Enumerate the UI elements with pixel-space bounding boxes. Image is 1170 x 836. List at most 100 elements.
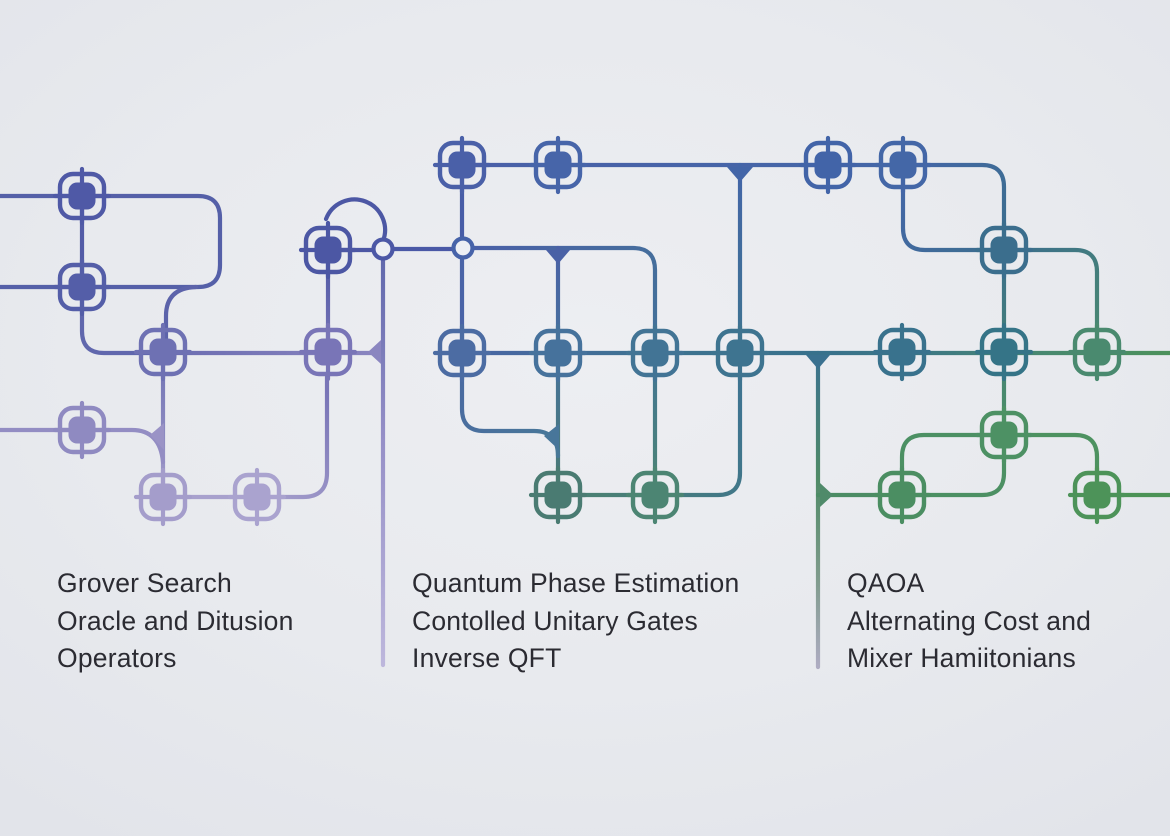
quantum-gate: [528, 323, 588, 383]
quantum-gate: [52, 400, 112, 460]
junction-fillet: [546, 250, 570, 264]
section-subtitle: Mixer Hamiitonians: [847, 643, 1076, 673]
quantum-gate: [974, 220, 1034, 280]
quantum-gate: [1067, 322, 1127, 382]
gate-core: [544, 151, 572, 179]
section-label-qpe: Quantum Phase Estimation Contolled Unita…: [412, 565, 739, 678]
gate-core: [314, 236, 342, 264]
section-title: Quantum Phase Estimation: [412, 568, 740, 598]
gate-ring: [979, 327, 1029, 377]
gate-core: [243, 483, 271, 511]
gate-core: [990, 236, 1018, 264]
gate-core: [641, 339, 669, 367]
junction-fillet: [368, 340, 381, 364]
quantum-gate: [974, 405, 1034, 465]
gate-core: [544, 339, 572, 367]
gate-ring: [533, 140, 583, 190]
quantum-gate: [872, 465, 932, 525]
gate-ring: [138, 327, 188, 377]
junction-fillet: [820, 483, 833, 507]
gate-ring: [630, 470, 680, 520]
quantum-gate: [52, 257, 112, 317]
quantum-gate: [873, 135, 933, 195]
wire: [1001, 247, 1100, 355]
quantum-gate: [625, 465, 685, 525]
wire: [900, 162, 1007, 253]
gate-ring: [630, 328, 680, 378]
wire: [1001, 432, 1100, 498]
wire-uturn-top-left: [0, 193, 223, 290]
quantum-gate: [1067, 465, 1127, 525]
gate-core: [544, 481, 572, 509]
wire: [160, 374, 330, 500]
gate-core: [68, 182, 96, 210]
control-node-circle: [371, 237, 395, 261]
section-subtitle: Operators: [57, 643, 177, 673]
section-label-grover: Grover Search Oracle and Ditusion Operat…: [57, 565, 294, 678]
gate-ring: [533, 470, 583, 520]
gate-ring: [57, 171, 107, 221]
section-subtitle: Alternating Cost and: [847, 605, 1092, 636]
section-subtitle: Contolled Unitary Gates: [412, 605, 698, 636]
gate-core: [641, 481, 669, 509]
gate-core: [814, 151, 842, 179]
gate-core: [888, 338, 916, 366]
gate-ring: [232, 472, 282, 522]
wire: [79, 284, 169, 356]
gate-ring: [533, 328, 583, 378]
quantum-gate: [528, 465, 588, 525]
gate-ring: [138, 472, 188, 522]
junction-fillet: [544, 424, 559, 450]
gate-core: [990, 421, 1018, 449]
quantum-gate: [133, 322, 193, 382]
quantum-gate: [298, 220, 358, 280]
junction-fillet: [806, 355, 830, 369]
gate-core: [1083, 338, 1111, 366]
quantum-gate: [432, 323, 492, 383]
wire: [555, 372, 743, 498]
gate-ring: [979, 410, 1029, 460]
quantum-gate: [798, 135, 858, 195]
gate-ring: [803, 140, 853, 190]
section-label-qaoa: QAOA Alternating Cost and Mixer Hamiiton…: [847, 565, 1091, 678]
gate-core: [726, 339, 754, 367]
gate-core: [448, 151, 476, 179]
gate-ring: [57, 405, 107, 455]
gate-core: [990, 338, 1018, 366]
quantum-gate: [974, 322, 1034, 382]
wire: [899, 432, 1007, 498]
quantum-gate: [133, 467, 193, 527]
gate-core: [149, 483, 177, 511]
quantum-gate: [528, 135, 588, 195]
quantum-gate: [872, 322, 932, 382]
gate-ring: [1072, 470, 1122, 520]
gate-ring: [877, 470, 927, 520]
wire: [899, 432, 1007, 498]
section-title: Grover Search: [57, 568, 232, 598]
gate-ring: [877, 327, 927, 377]
quantum-gate: [227, 467, 287, 527]
quantum-gate: [710, 323, 770, 383]
gate-core: [149, 338, 177, 366]
quantum-gate: [298, 322, 358, 382]
gate-ring: [1072, 327, 1122, 377]
gate-core: [314, 338, 342, 366]
section-subtitle: Oracle and Ditusion: [57, 605, 294, 636]
wire: [900, 162, 1007, 253]
quantum-gate: [52, 166, 112, 226]
gate-ring: [715, 328, 765, 378]
control-node-circle: [451, 236, 475, 260]
junction-fillet: [150, 423, 164, 450]
gate-core: [1083, 481, 1111, 509]
gate-ring: [57, 262, 107, 312]
gate-core: [68, 273, 96, 301]
quantum-gate: [432, 135, 492, 195]
gate-core: [448, 339, 476, 367]
section-subtitle: Inverse QFT: [412, 643, 562, 673]
gate-ring: [303, 327, 353, 377]
gate-core: [888, 481, 916, 509]
gate-ring: [437, 328, 487, 378]
gate-ring: [979, 225, 1029, 275]
